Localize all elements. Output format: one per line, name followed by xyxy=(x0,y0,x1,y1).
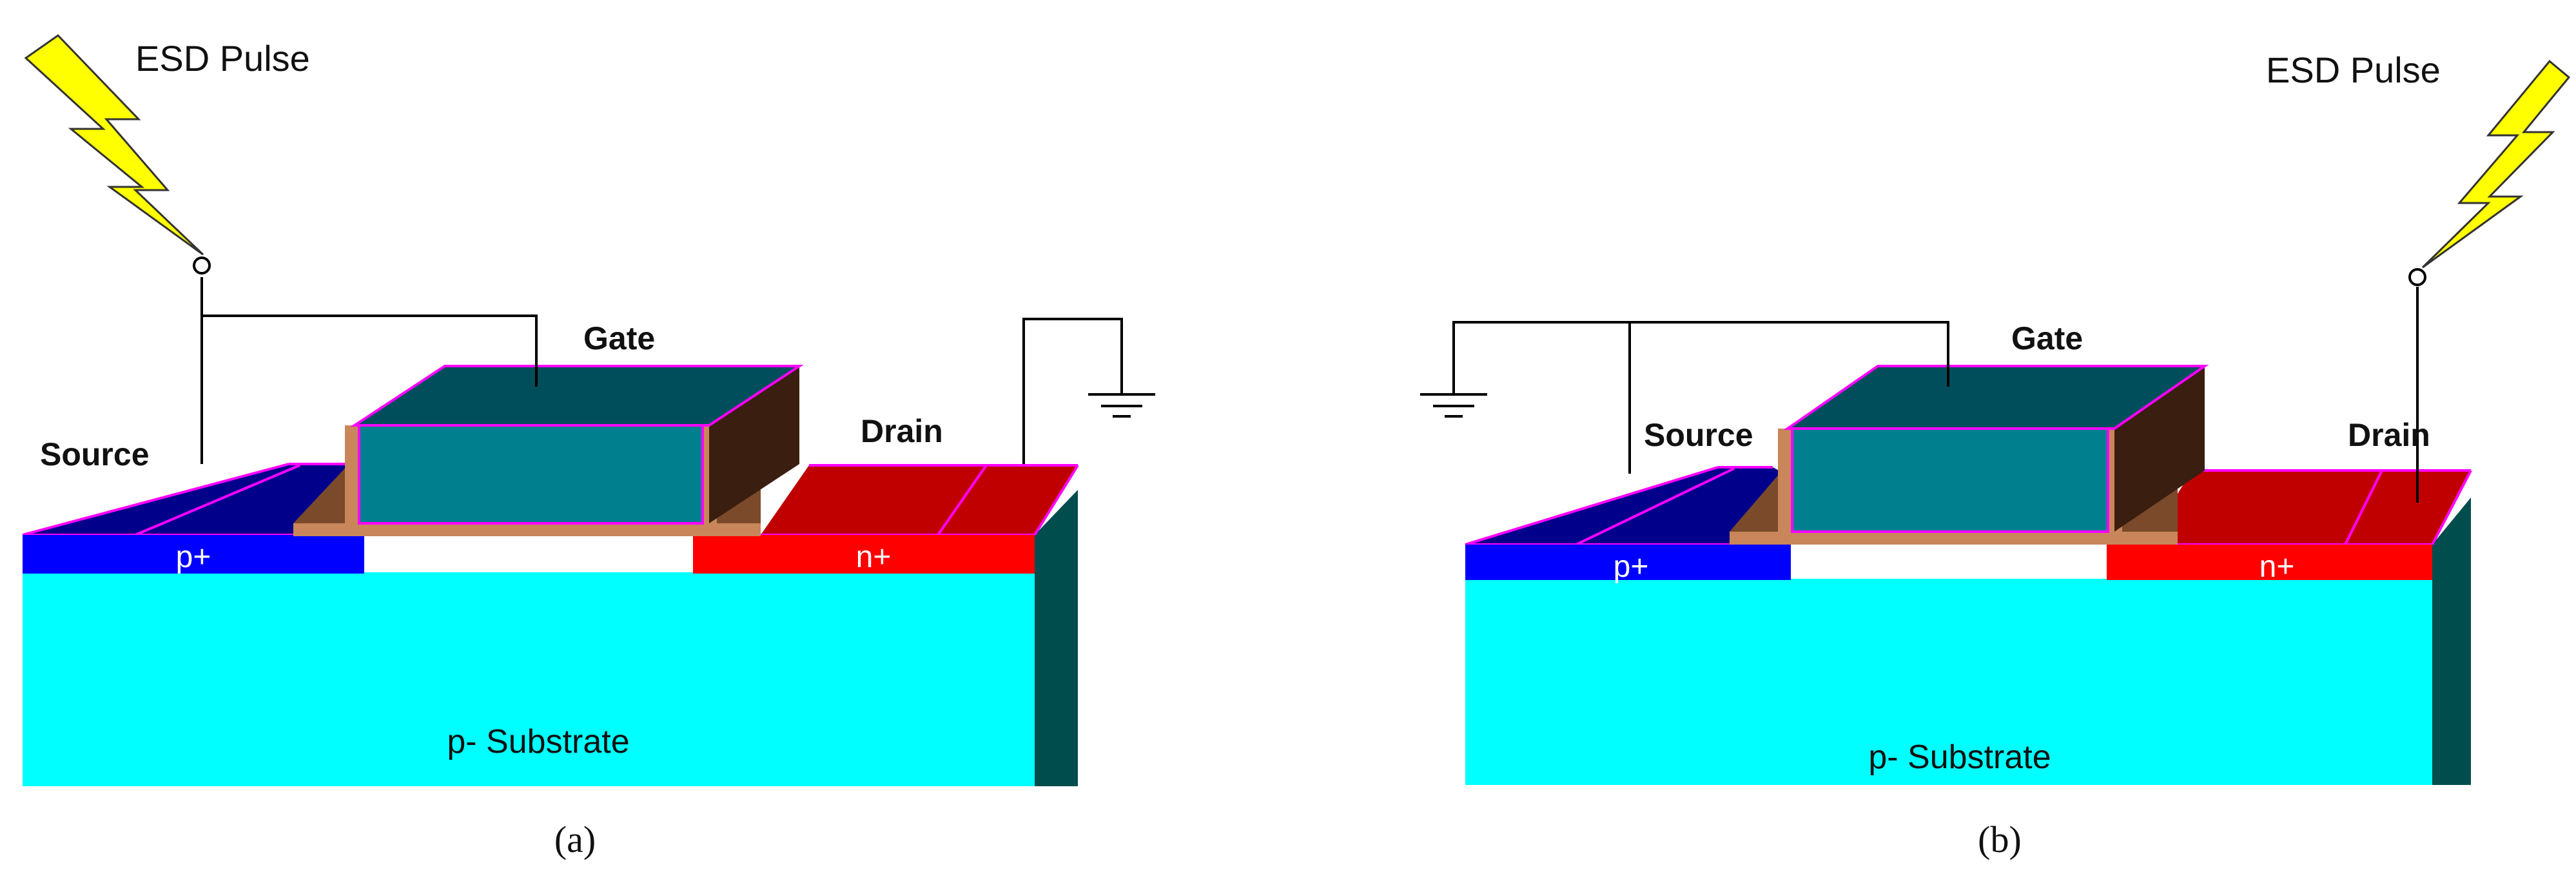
ground-icon xyxy=(1088,393,1155,418)
source-label: Source xyxy=(40,436,150,472)
gate-label: Gate xyxy=(583,320,655,356)
gate-block xyxy=(1783,365,2209,533)
panel-caption: (a) xyxy=(554,818,596,860)
ground-icon xyxy=(1420,393,1487,418)
drain-label: Drain xyxy=(861,413,943,449)
source-label: Source xyxy=(1644,417,1753,453)
panel-b: p+ n+ xyxy=(1420,50,2571,860)
gate-block xyxy=(350,365,804,525)
esd-wiring xyxy=(1452,268,2426,503)
substrate-block xyxy=(1465,498,2471,785)
substrate-label: p- Substrate xyxy=(447,723,629,760)
panel-caption: (b) xyxy=(1978,818,2022,860)
p-plus-label: p+ xyxy=(1614,550,1649,584)
n-plus-region: n+ xyxy=(2107,469,2472,584)
p-plus-region: p+ xyxy=(1465,466,1791,584)
lightning-bolt-icon xyxy=(24,34,204,256)
esd-wiring xyxy=(193,256,1123,464)
lightning-bolt-icon xyxy=(2421,59,2571,269)
drain-label: Drain xyxy=(2348,417,2430,453)
n-plus-region: n+ xyxy=(693,464,1079,574)
esd-pulse-label: ESD Pulse xyxy=(135,38,310,79)
p-plus-region: p+ xyxy=(22,463,364,574)
gate-label: Gate xyxy=(2011,320,2083,356)
n-plus-label: n+ xyxy=(2259,550,2295,584)
esd-pulse-label: ESD Pulse xyxy=(2266,50,2441,90)
panel-a: p+ n+ xyxy=(22,34,1155,860)
n-plus-label: n+ xyxy=(856,540,892,574)
substrate-label: p- Substrate xyxy=(1868,739,2051,776)
p-plus-label: p+ xyxy=(176,540,211,574)
